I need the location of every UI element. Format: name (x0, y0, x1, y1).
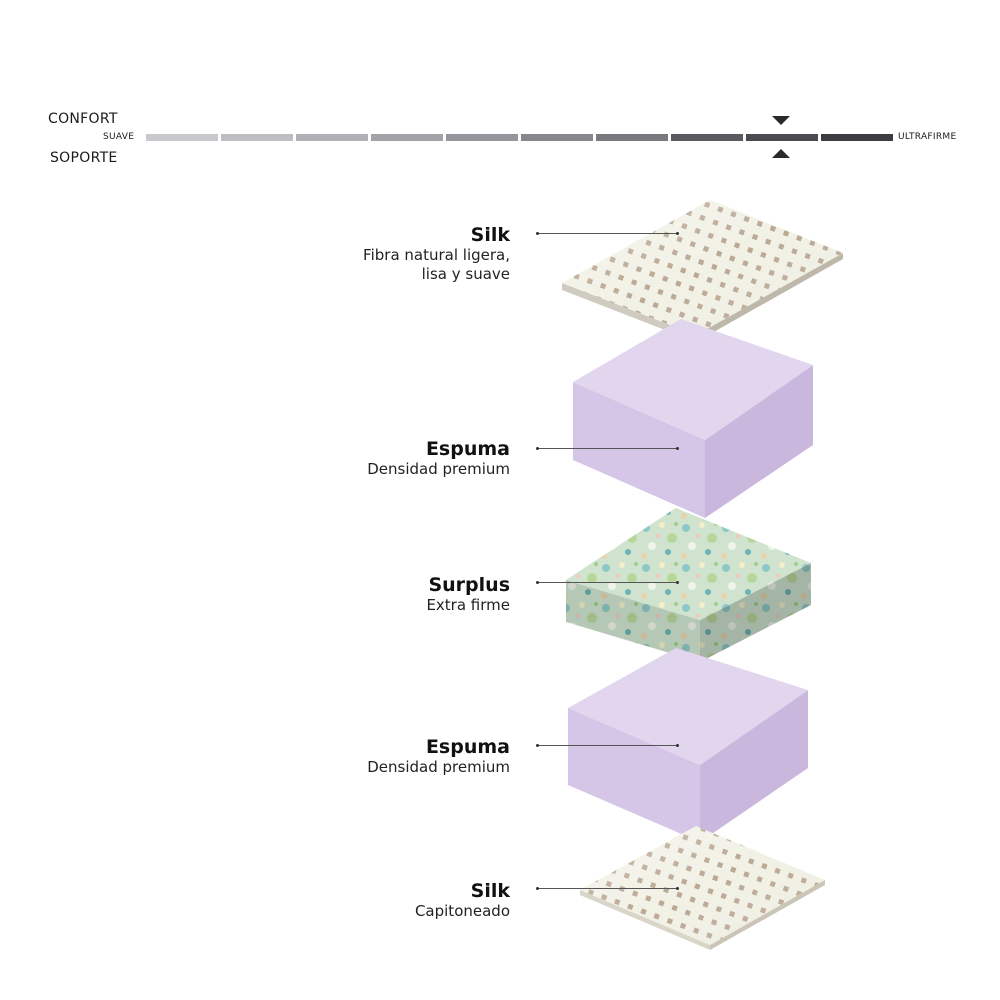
layer-desc: Densidad premium (367, 460, 510, 478)
layer-title: Silk (470, 880, 510, 902)
scale-segment (371, 134, 443, 141)
scale-right-label: ULTRAFIRME (898, 132, 957, 142)
leader-dot (676, 887, 679, 890)
scale-segment (821, 134, 893, 141)
surplus-layer (566, 508, 811, 662)
leader-line (538, 745, 678, 746)
silk-bottom-layer (580, 826, 825, 950)
foam-layer-upper (573, 319, 813, 518)
layer-label-surplus: Surplus Extra firme (426, 574, 510, 615)
leader-line (538, 888, 678, 889)
scale-segment (596, 134, 668, 141)
scale-segment (221, 134, 293, 141)
leader-dot (536, 447, 539, 450)
scale-left-label: SUAVE (103, 132, 135, 142)
layer-title: Surplus (428, 574, 510, 596)
leader-dot (536, 232, 539, 235)
layer-desc: lisa y suave (421, 265, 510, 283)
scale-segment (146, 134, 218, 141)
leader-line (538, 233, 678, 234)
foam-layer-lower (568, 648, 808, 842)
layer-label-silk-top: Silk Fibra natural ligera, lisa y suave (363, 224, 510, 284)
scale-segment (521, 134, 593, 141)
layer-desc: Extra firme (426, 596, 510, 614)
leader-dot (676, 232, 679, 235)
leader-dot (676, 447, 679, 450)
layer-label-espuma-lower: Espuma Densidad premium (367, 736, 510, 777)
scale-segment (296, 134, 368, 141)
confort-marker-icon (772, 116, 790, 125)
layer-title: Espuma (425, 438, 510, 460)
soporte-label: SOPORTE (50, 150, 118, 166)
layer-title: Silk (470, 224, 510, 246)
scale-segment (446, 134, 518, 141)
leader-dot (676, 581, 679, 584)
leader-dot (536, 581, 539, 584)
soporte-marker-icon (772, 149, 790, 158)
scale-segment (746, 134, 818, 141)
layer-desc: Capitoneado (414, 902, 510, 920)
layer-desc: Fibra natural ligera, (363, 246, 510, 264)
scale-segment (671, 134, 743, 141)
leader-line (538, 448, 678, 449)
leader-line (538, 582, 678, 583)
layer-desc: Densidad premium (367, 758, 510, 776)
leader-dot (536, 744, 539, 747)
layer-label-silk-bottom: Silk Capitoneado (415, 880, 510, 921)
layer-title: Espuma (425, 736, 510, 758)
layer-label-espuma-upper: Espuma Densidad premium (367, 438, 510, 479)
confort-label: CONFORT (48, 111, 118, 127)
leader-dot (676, 744, 679, 747)
silk-top-layer (562, 200, 843, 342)
leader-dot (536, 887, 539, 890)
